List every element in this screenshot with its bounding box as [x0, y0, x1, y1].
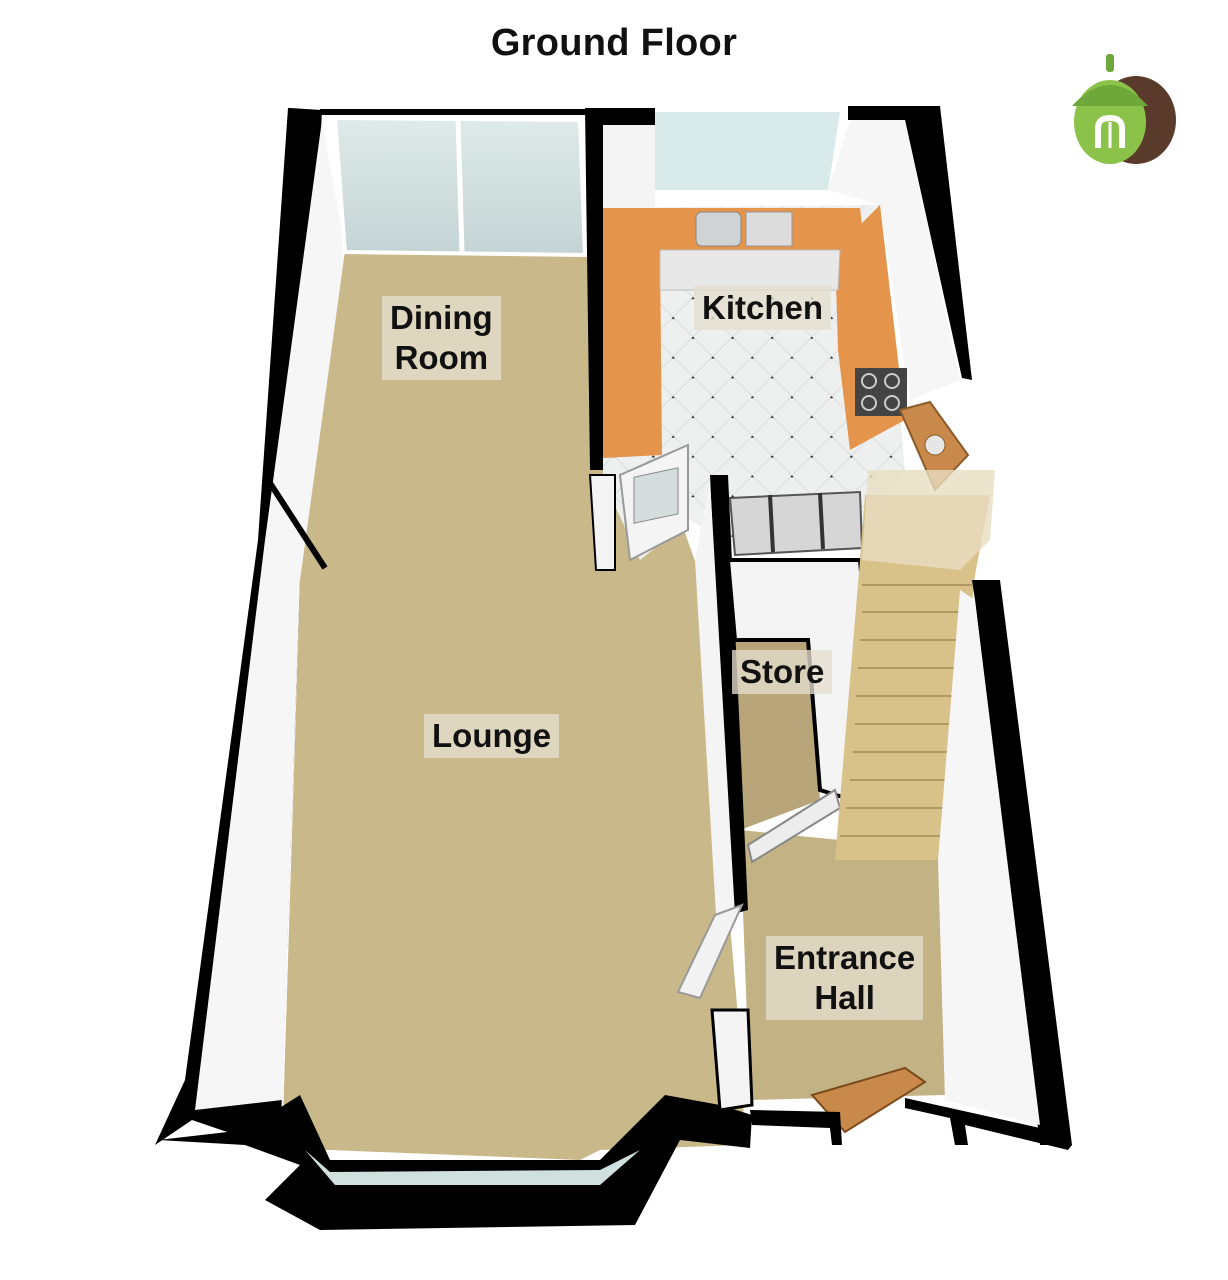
- hob: [855, 368, 907, 416]
- room-label-store: Store: [732, 650, 833, 694]
- kitchen-back-face: [603, 125, 655, 208]
- dining-lounge-divide: [265, 478, 328, 570]
- kitchen-left-wall: [585, 108, 655, 470]
- acorn-cap-shape: [1072, 85, 1148, 106]
- hall-wall-stub: [710, 1008, 754, 1112]
- kitchen-window: [655, 112, 840, 190]
- front-wall-right: [905, 1098, 1072, 1150]
- plan-title: Ground Floor: [490, 22, 738, 64]
- central-wall-face: [695, 480, 735, 915]
- acorn-logo: [1072, 54, 1176, 164]
- room-label-lounge: Lounge: [424, 714, 560, 758]
- central-wall: [710, 475, 748, 915]
- left-wall-face: [195, 120, 345, 1110]
- front-wall: [750, 1110, 842, 1145]
- kitchen-right-wall-face: [828, 120, 960, 400]
- kitchen-sink: [695, 211, 742, 247]
- bifold-doors: [728, 490, 864, 557]
- cabinets-top: [659, 249, 841, 291]
- kitchen-right-wall: [848, 106, 972, 380]
- sink-drainer: [745, 211, 793, 247]
- room-label-entrance-hall: Entrance Hall: [766, 936, 924, 1020]
- kitchen-wall-stub: [588, 474, 616, 571]
- room-label-kitchen: Kitchen: [694, 286, 832, 330]
- lounge-door: [676, 903, 744, 1000]
- worktop-left: [603, 208, 690, 458]
- right-wall: [972, 580, 1072, 1145]
- acorn-stem-shape: [1106, 54, 1114, 72]
- acorn-monogram: [1095, 114, 1125, 148]
- right-wall-face: [938, 590, 1040, 1125]
- room-label-dining-room: Dining Room: [382, 296, 501, 380]
- bay-window: [158, 1095, 752, 1230]
- bay-glass: [305, 1150, 640, 1185]
